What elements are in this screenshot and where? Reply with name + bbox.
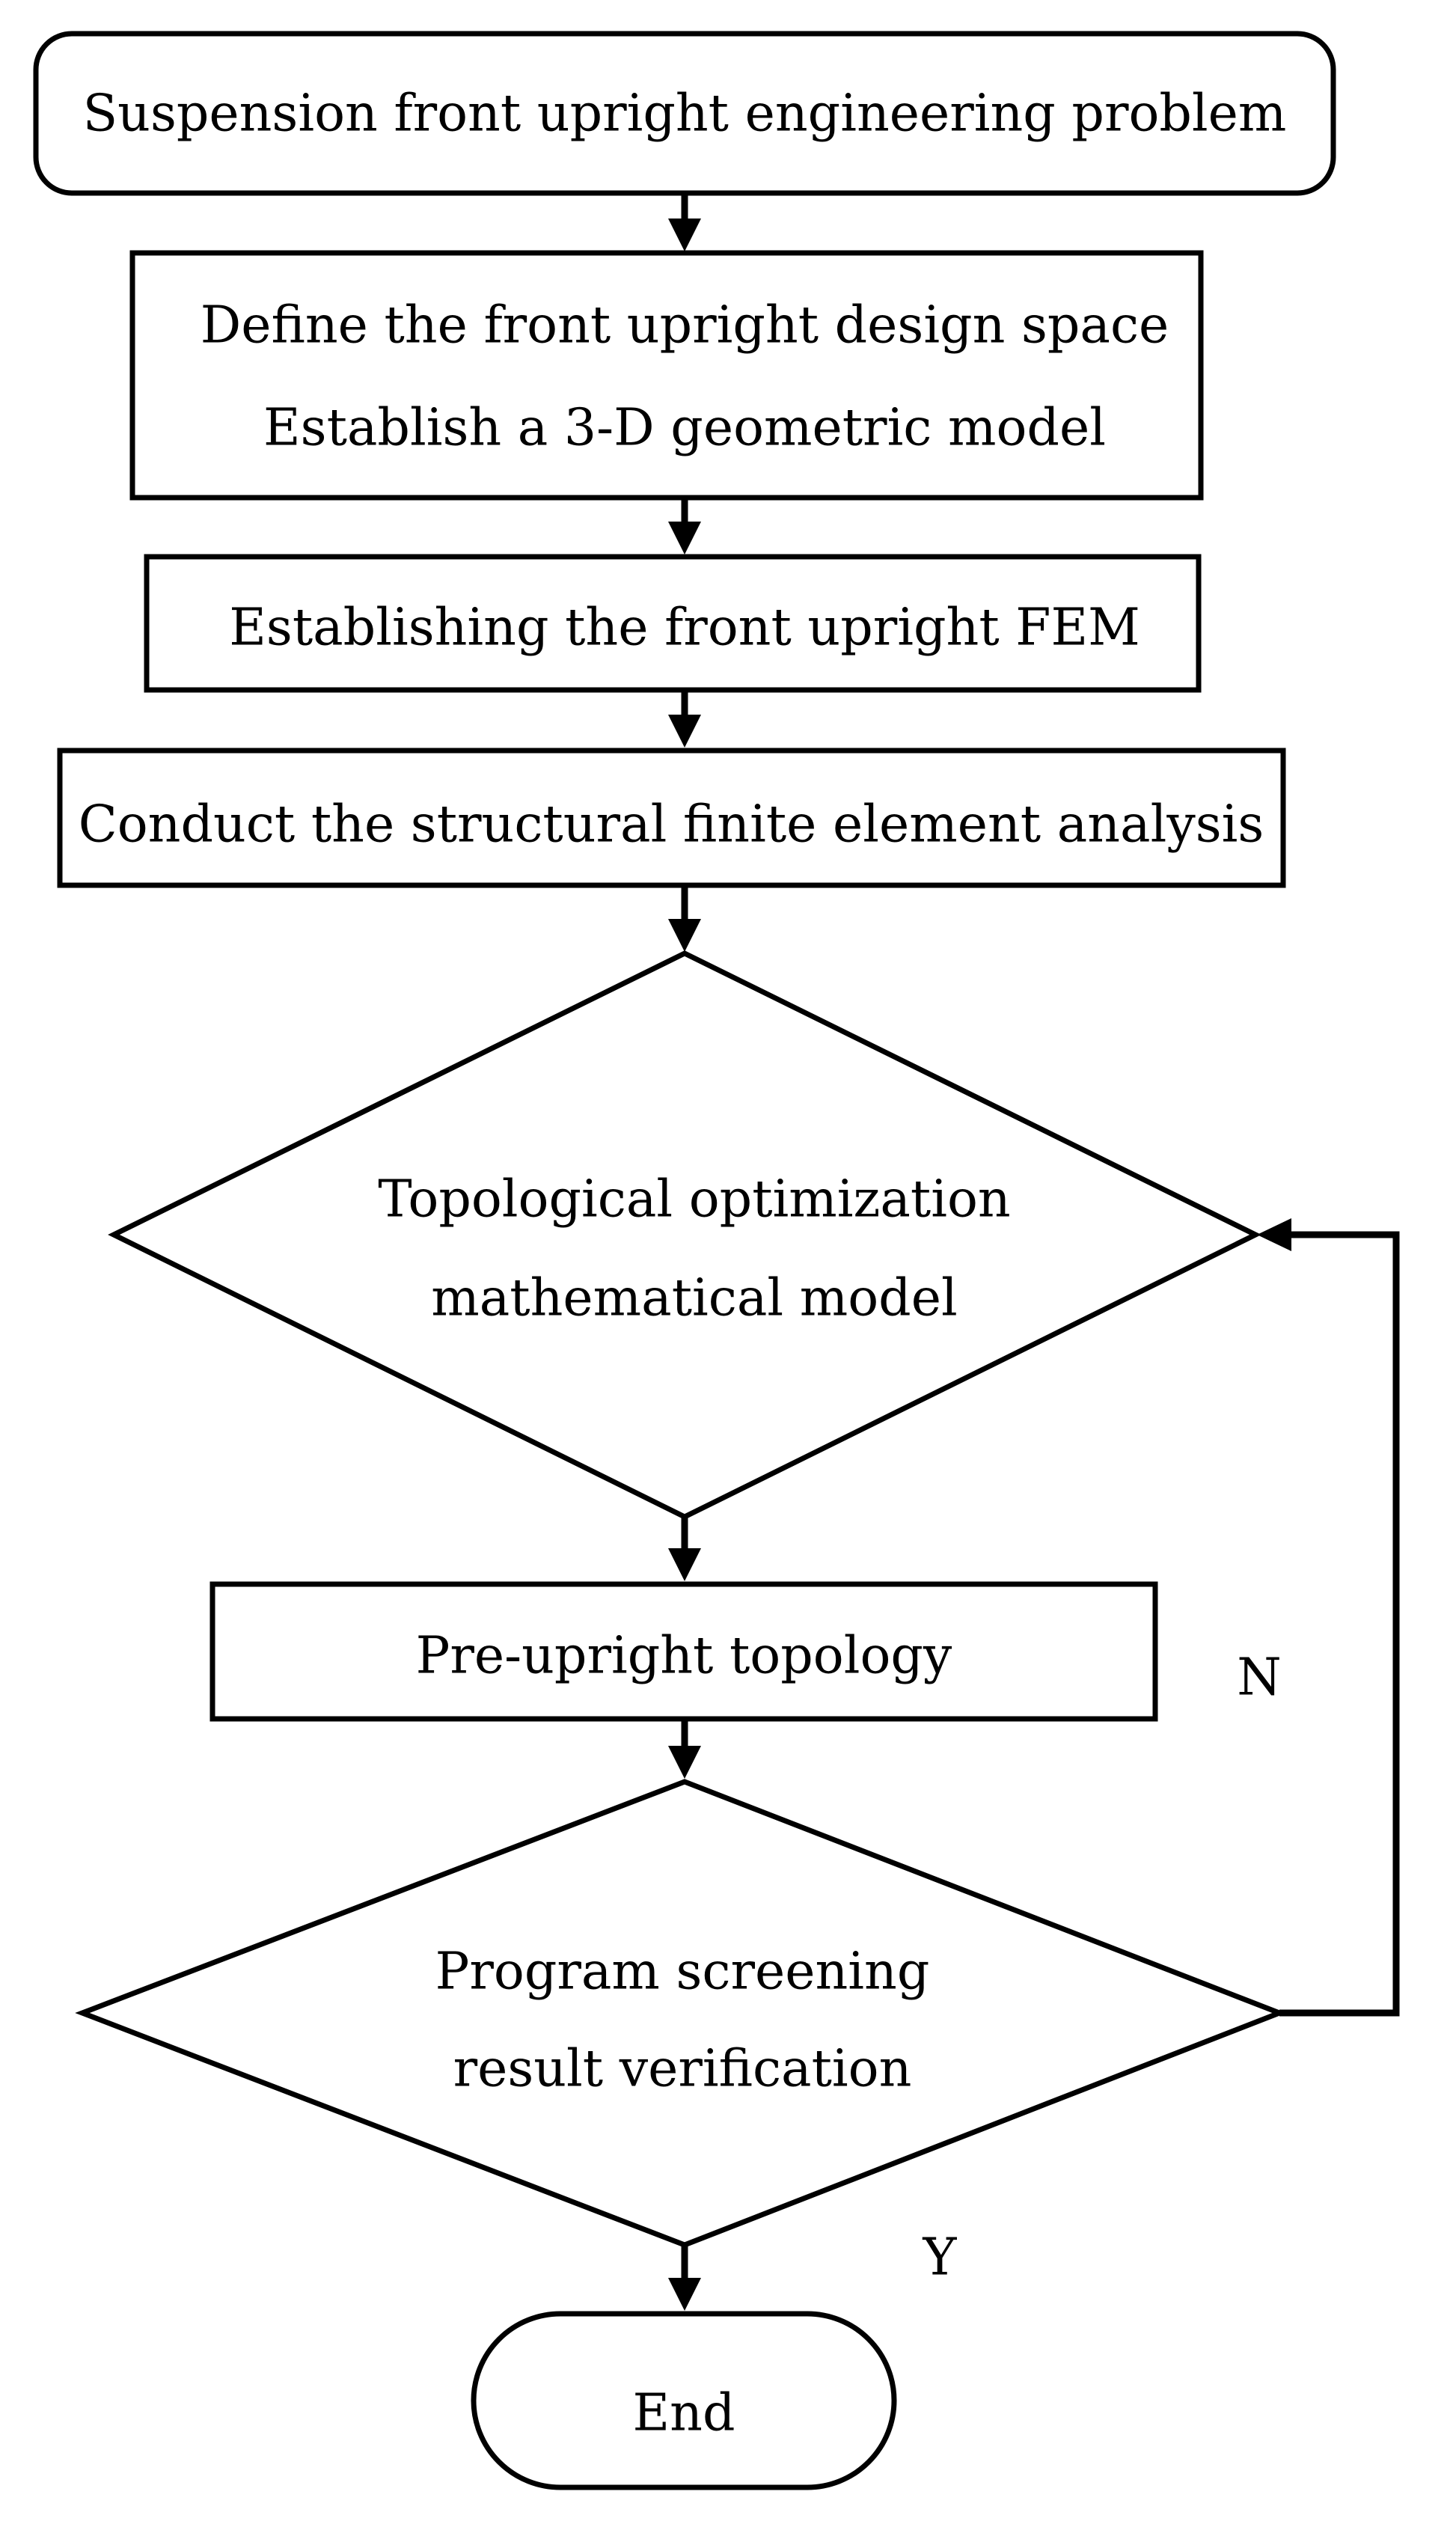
define-space-node: Define the front upright design space Es… [129, 250, 1204, 501]
topology-model-line2: mathematical model [431, 1269, 957, 1328]
fea-node: Conduct the structural finite element an… [57, 748, 1286, 888]
branch-yes-label: Y [923, 2228, 958, 2288]
define-space-line1: Define the front upright design space [201, 296, 1169, 355]
arrow-no-loop [1257, 1218, 1400, 2017]
establish-fem-label: Establishing the front upright FEM [229, 599, 1140, 658]
start-node-label: Suspension front upright engineering pro… [83, 85, 1287, 144]
define-space-line2: Establish a 3-D geometric model [263, 399, 1106, 458]
screening-line1: Program screening [435, 1943, 930, 2002]
arrow-define-to-fem [668, 498, 701, 554]
arrow-pre-to-screening [668, 1719, 701, 1779]
arrow-start-to-define [668, 193, 701, 251]
establish-fem-node: Establishing the front upright FEM [144, 554, 1202, 693]
pre-topology-node: Pre-upright topology [209, 1581, 1158, 1722]
topology-model-node: Topological optimization mathematical mo… [108, 950, 1261, 1520]
pre-topology-label: Pre-upright topology [416, 1627, 952, 1686]
arrow-fem-to-fea [668, 690, 701, 748]
fea-label: Conduct the structural finite element an… [79, 795, 1264, 855]
screening-node: Program screening result verification [75, 1779, 1287, 2248]
arrow-topology-to-pre [668, 1517, 701, 1581]
screening-line2: result verification [453, 2040, 912, 2099]
end-node: End [471, 2311, 897, 2490]
branch-no-label: N [1237, 1649, 1282, 1708]
topology-model-line1: Topological optimization [378, 1170, 1010, 1229]
arrow-fea-to-topology [668, 885, 701, 952]
start-node: Suspension front upright engineering pro… [33, 31, 1336, 196]
end-node-label: End [633, 2384, 735, 2443]
arrow-yes-to-end [668, 2245, 701, 2311]
